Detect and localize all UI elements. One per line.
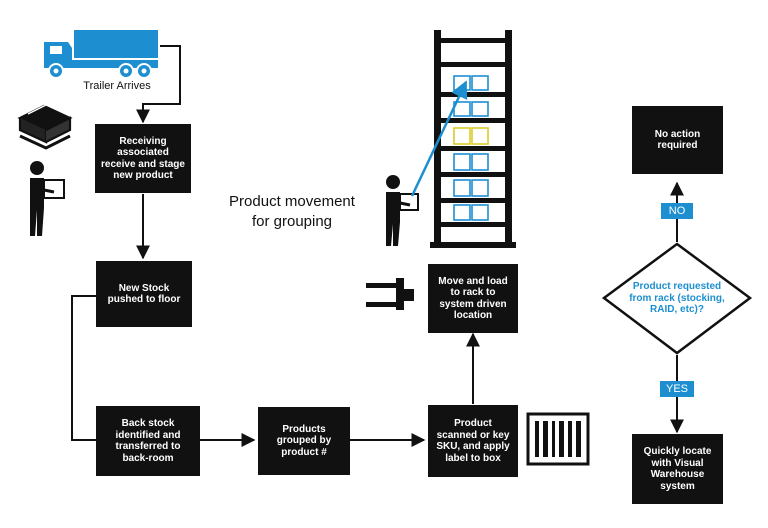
- back-stock-box: Back stock identified and transferred to…: [96, 406, 200, 476]
- forklift-fork-icon: [366, 278, 414, 310]
- warehouse-rack-icon: [410, 30, 516, 248]
- barcode-icon: [526, 412, 590, 466]
- receiving-box: Receiving associated receive and stage n…: [95, 124, 191, 193]
- move-and-load-box: Move and load to rack to system driven l…: [428, 264, 518, 333]
- trailer-arrives-label: Trailer Arrives: [83, 80, 151, 92]
- decision-question: Product requested from rack (stocking, R…: [629, 281, 725, 315]
- no-tag: NO: [661, 203, 693, 219]
- products-grouped-box: Products grouped by product #: [258, 407, 350, 475]
- decision-diamond: [601, 242, 753, 355]
- connectors: [71, 45, 684, 447]
- truck-icon: [44, 30, 158, 79]
- yes-tag: YES: [660, 381, 694, 397]
- worker-carrying-box-icon: [386, 175, 419, 246]
- product-scanned-box: Product scanned or key SKU, and apply la…: [428, 405, 518, 477]
- pallet-boxes-icon: [17, 97, 73, 150]
- no-action-box: No action required: [632, 106, 723, 174]
- quickly-locate-box: Quickly locate with Visual Warehouse sys…: [632, 434, 723, 504]
- new-stock-box: New Stock pushed to floor: [96, 261, 192, 327]
- worker-carrying-box-icon: [30, 161, 65, 236]
- product-movement-label: Product movement for grouping: [229, 193, 355, 230]
